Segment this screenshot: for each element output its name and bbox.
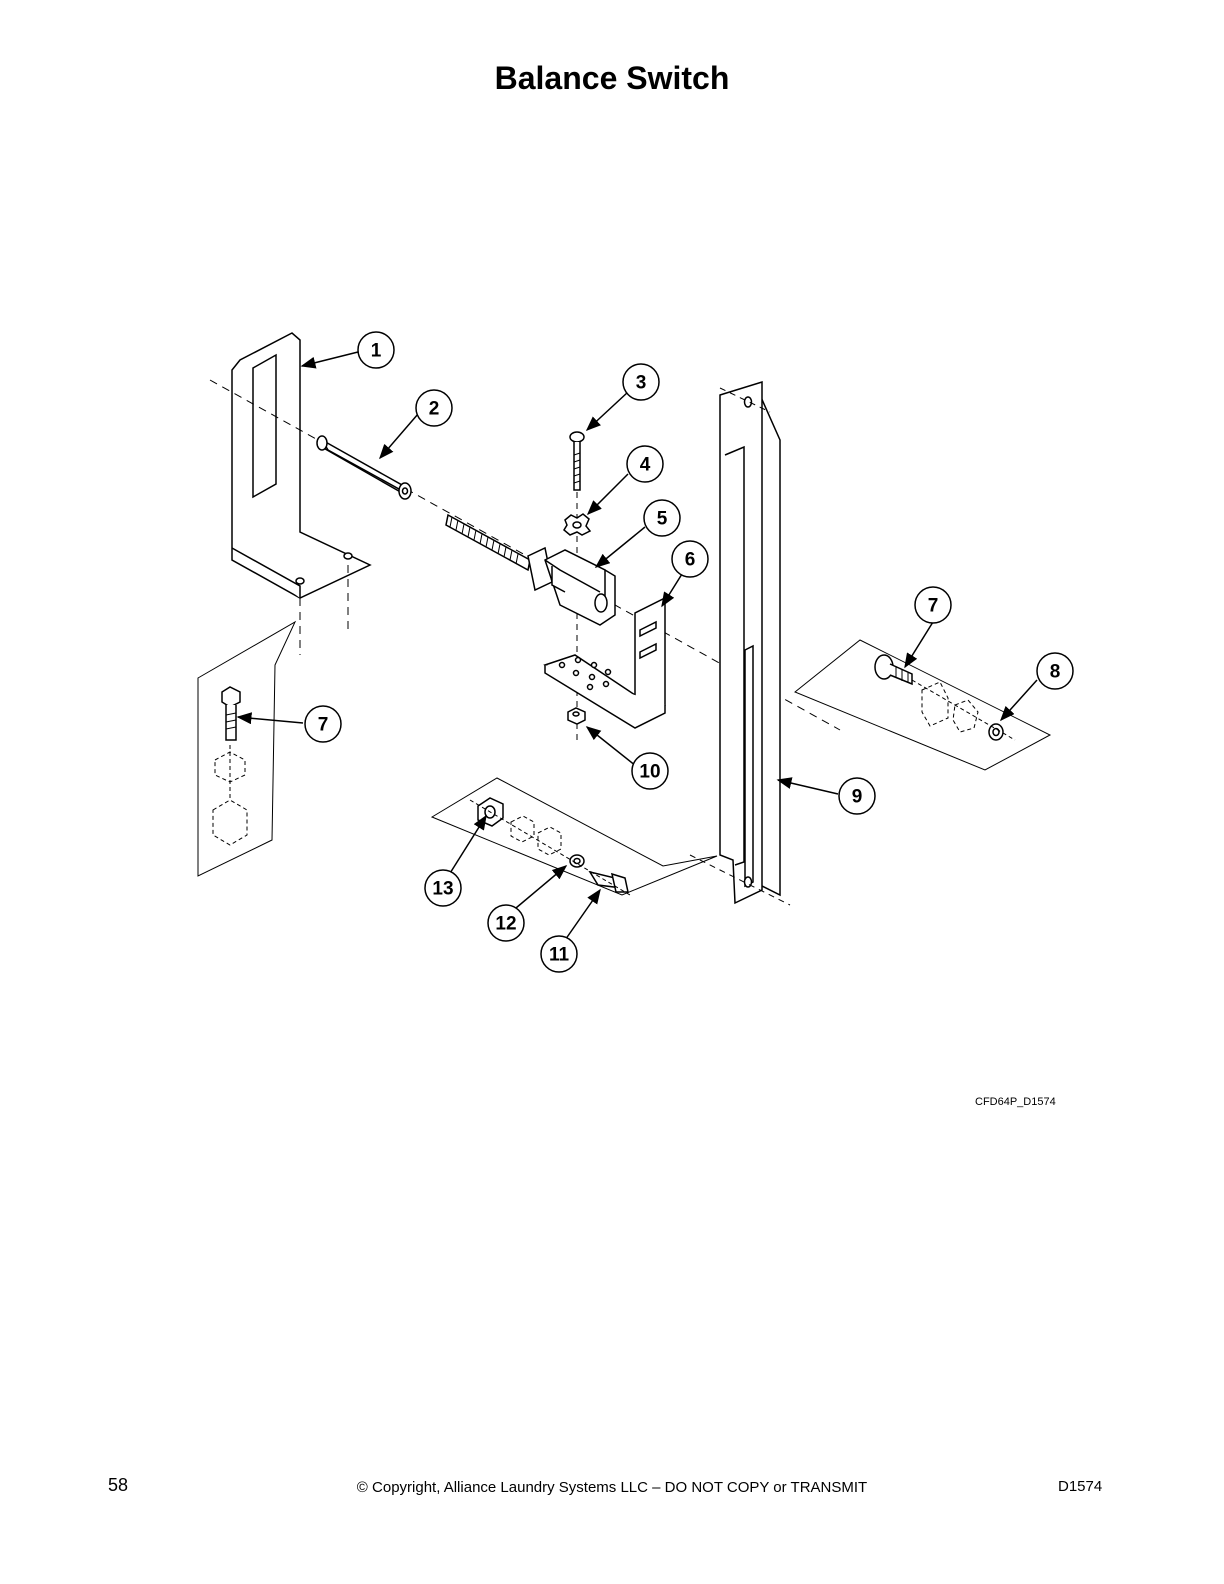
callout-8: 8 <box>1050 662 1061 683</box>
detail-box-left <box>197 620 297 877</box>
callout-circle <box>1036 652 1074 690</box>
page-number: 58 <box>108 1475 129 1495</box>
callout-circle <box>914 586 952 624</box>
switch-part-5 <box>445 513 616 626</box>
bracket-part-1 <box>231 332 372 599</box>
callout-circle <box>304 705 342 743</box>
bracket-part-6 <box>543 596 666 729</box>
callout-4: 4 <box>640 455 651 476</box>
bolt-detail-right <box>874 654 1004 741</box>
callout-7-right: 7 <box>928 596 939 617</box>
bolt-detail-left <box>221 686 241 741</box>
detail-box-bottom <box>430 777 718 896</box>
callout-circle <box>540 935 578 973</box>
callout-circle <box>487 904 525 942</box>
callout-1: 1 <box>371 341 382 362</box>
callout-circle <box>415 389 453 427</box>
page-title: Balance Switch <box>494 60 730 96</box>
callout-11: 11 <box>549 945 570 966</box>
callout-circle <box>424 869 462 907</box>
spacer-part-2 <box>316 435 412 500</box>
callout-7-left: 7 <box>318 715 329 736</box>
screw-part-3 <box>569 431 585 491</box>
callout-circle <box>671 540 709 578</box>
callout-3: 3 <box>636 373 647 394</box>
lockwasher-part-4 <box>563 513 592 536</box>
document-code: D1574 <box>1058 1478 1103 1495</box>
detail-box-right <box>794 639 1052 771</box>
callout-2: 2 <box>429 399 440 420</box>
callout-circle <box>631 752 669 790</box>
callout-circle <box>838 777 876 815</box>
callout-9: 9 <box>852 787 863 808</box>
callout-12: 12 <box>495 914 516 935</box>
nut-part-10 <box>567 707 586 725</box>
callout-10: 10 <box>639 762 660 783</box>
callout-circle <box>643 499 681 537</box>
copyright-notice: © Copyright, Alliance Laundry Systems LL… <box>356 1479 868 1496</box>
callout-5: 5 <box>657 509 668 530</box>
callout-circle <box>357 331 395 369</box>
callout-circle <box>626 445 664 483</box>
figure-id: CFD64P_D1574 <box>975 1096 1056 1108</box>
callout-6: 6 <box>685 550 696 571</box>
callout-circle <box>622 363 660 401</box>
callout-13: 13 <box>432 879 453 900</box>
mounting-bar-part-9 <box>719 380 781 905</box>
